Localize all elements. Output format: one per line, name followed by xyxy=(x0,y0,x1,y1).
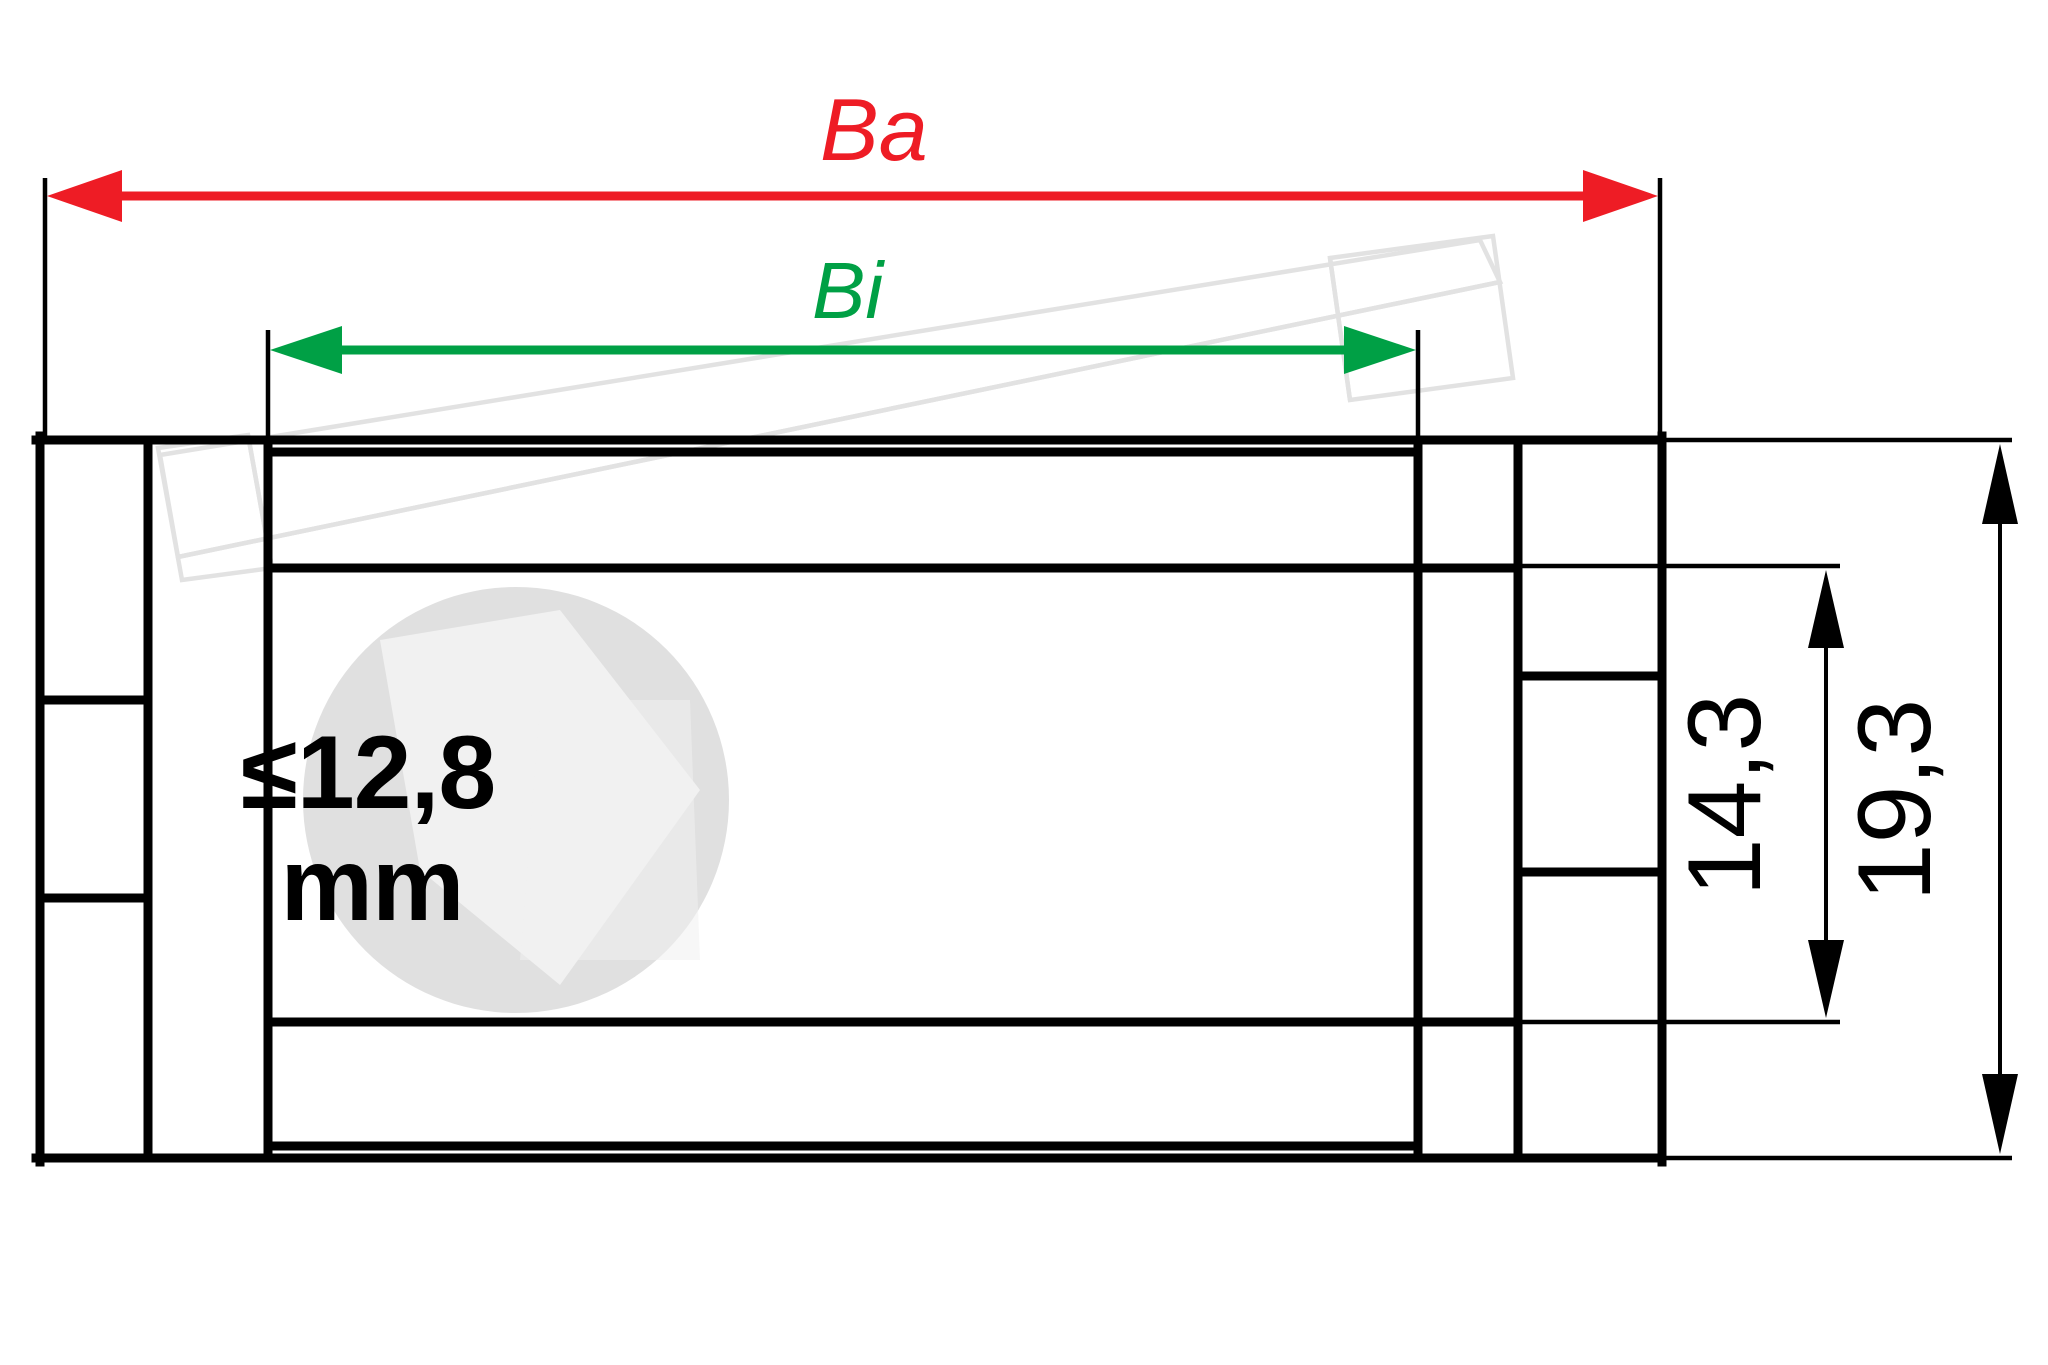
outer-height-label: 19,3 xyxy=(1837,699,1953,901)
arrow-left-icon xyxy=(47,170,122,222)
arrow-up-icon xyxy=(1982,444,2018,524)
inner-height-label: 14,3 xyxy=(1667,694,1783,896)
arrow-right-icon xyxy=(1583,170,1658,222)
ghost-rail-outline-secondary xyxy=(177,279,1501,560)
arrow-left-icon xyxy=(270,326,342,374)
ba-label: Ba xyxy=(820,80,928,179)
watermark-ribbon-tail xyxy=(520,700,700,960)
watermark-line-2: mm xyxy=(281,827,464,943)
ghost-rail-end-divider xyxy=(1327,257,1353,401)
max-thickness-watermark: ≤12,8 mm xyxy=(241,587,729,1013)
bi-label: Bi xyxy=(812,246,885,335)
inner-width-dimension-group: Bi xyxy=(265,246,1421,450)
cross-section-body xyxy=(31,431,1667,1167)
arrow-down-icon xyxy=(1808,940,1844,1018)
inner-height-dimension-group: 14,3 xyxy=(1518,563,1844,1025)
outer-width-dimension-group: Ba xyxy=(42,80,1663,440)
arrow-right-icon xyxy=(1344,326,1416,374)
arrow-down-icon xyxy=(1982,1074,2018,1154)
watermark-line-1: ≤12,8 xyxy=(241,715,496,831)
arrow-up-icon xyxy=(1808,570,1844,648)
outer-height-dimension-group: 19,3 xyxy=(1662,437,2018,1161)
ghost-rail-start-block xyxy=(155,432,275,583)
